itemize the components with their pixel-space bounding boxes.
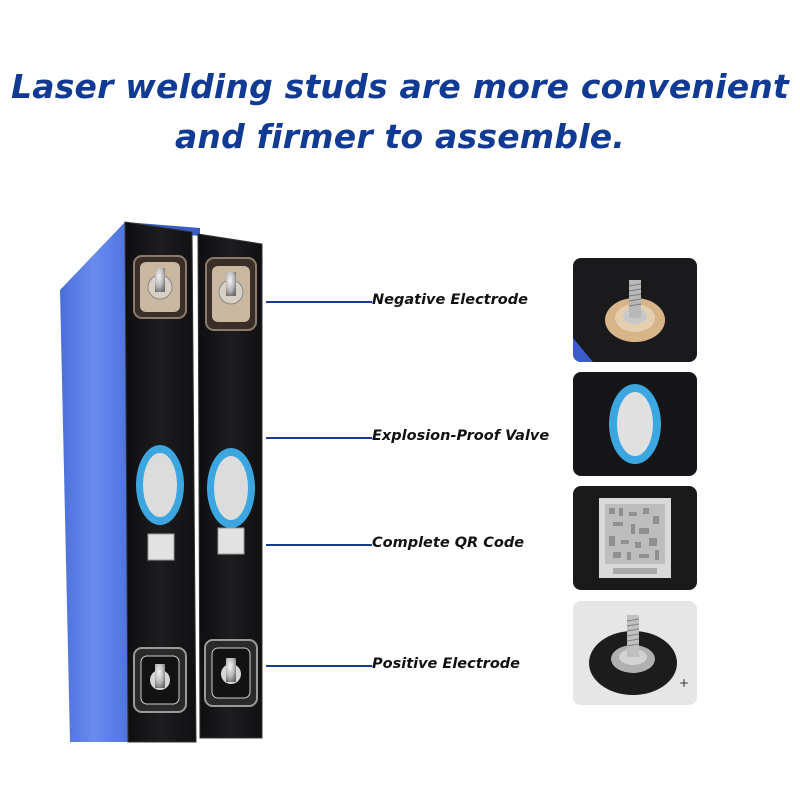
thumbnail-positive-electrode: + — [573, 601, 697, 705]
headline-line-2: and firmer to assemble. — [174, 117, 626, 156]
explosion-valve-icon — [573, 372, 697, 476]
qr-code-icon — [573, 486, 697, 590]
headline-line-1: Laser welding studs are more convenient — [11, 67, 789, 106]
cell-2-valve — [207, 448, 255, 528]
headline: Laser welding studs are more convenient … — [0, 62, 800, 162]
cell-2-qr — [217, 527, 245, 555]
terminal-stud-steel-icon: + — [573, 601, 697, 705]
callout-complete-qr-code: Complete QR Code — [372, 535, 525, 551]
cell-1-negative-terminal — [133, 255, 187, 319]
cell-1-qr — [147, 533, 175, 561]
cell-1-positive-terminal — [133, 647, 187, 713]
leader-lines — [266, 301, 372, 667]
thumbnail-complete-qr-code — [573, 486, 697, 590]
svg-text:+: + — [679, 676, 689, 690]
thumbnail-negative-electrode — [573, 258, 697, 362]
cell-1 — [124, 221, 197, 743]
callout-negative-electrode: Negative Electrode — [372, 292, 528, 308]
callout-positive-electrode: Positive Electrode — [372, 656, 520, 672]
callout-explosion-proof-valve: Explosion-Proof Valve — [372, 428, 550, 444]
cell-2-positive-terminal — [204, 639, 258, 707]
cell-2 — [197, 233, 263, 739]
terminal-stud-copper-icon — [573, 258, 697, 362]
cell-1-valve — [136, 445, 184, 525]
thumbnail-explosion-proof-valve — [573, 372, 697, 476]
cell-2-negative-terminal — [205, 257, 257, 331]
